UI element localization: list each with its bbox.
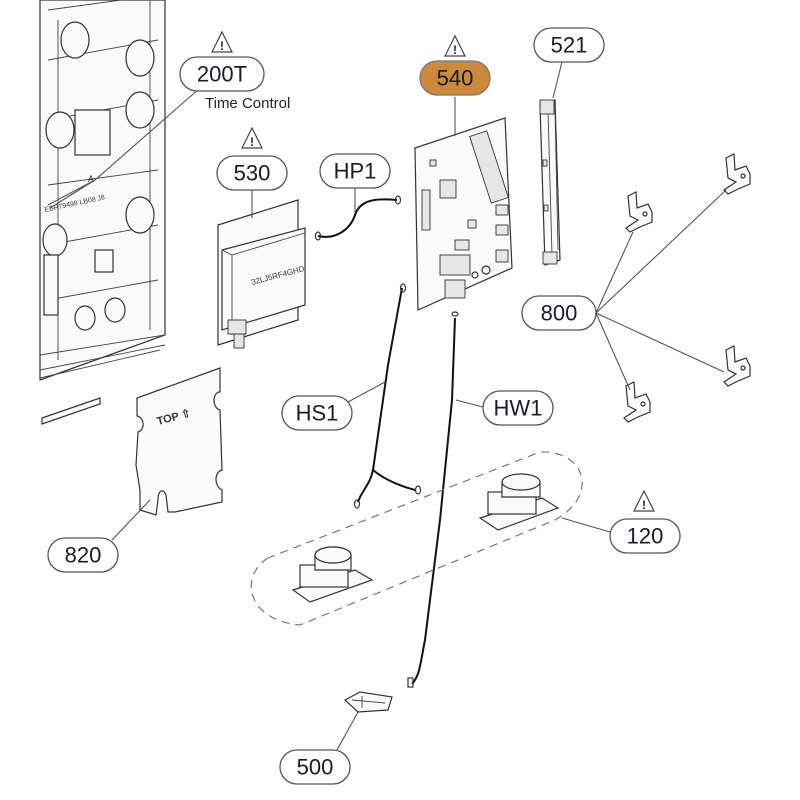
svg-text:820: 820: [65, 543, 102, 568]
svg-text:500: 500: [297, 755, 334, 780]
time-control-note: Time Control: [205, 95, 290, 112]
svg-text:!: !: [220, 39, 224, 53]
rail-part: [41, 397, 101, 425]
cover-sheet-820: TOP ⇧: [135, 367, 223, 516]
leader-820: [111, 499, 151, 541]
mounting-bracket-800: [625, 191, 653, 233]
callout-521[interactable]: 521: [533, 27, 605, 63]
rear-chassis-part: EBR79498 LB08 J8 A: [39, 0, 166, 381]
svg-text:!: !: [642, 498, 646, 512]
warning-icon: !: [211, 30, 233, 53]
leader-521: [552, 61, 563, 99]
callout-800[interactable]: 800: [521, 295, 597, 331]
svg-text:521: 521: [551, 33, 588, 58]
cable-hw1: [411, 317, 456, 685]
callout-530[interactable]: ! 530: [216, 126, 288, 191]
mounting-bracket-800: [623, 381, 651, 423]
leader-200T: [47, 87, 201, 209]
svg-text:HW1: HW1: [494, 396, 543, 421]
svg-text:800: 800: [541, 301, 578, 326]
leader-hs1: [347, 381, 386, 403]
ir-receiver-500: [343, 691, 393, 713]
cable-hs1: [357, 287, 416, 503]
leader-800: [595, 189, 727, 391]
main-board-540: [414, 117, 513, 311]
callout-200T[interactable]: ! 200T Time Control: [179, 30, 290, 112]
svg-text:120: 120: [627, 524, 664, 549]
speaker-120: [291, 546, 374, 603]
bracket-521: [539, 99, 561, 266]
mounting-bracket-800: [723, 345, 751, 387]
warning-icon: !: [633, 489, 655, 512]
svg-text:HS1: HS1: [296, 401, 339, 426]
warning-icon: !: [241, 126, 263, 149]
callout-120[interactable]: ! 120: [609, 489, 681, 554]
leader-500: [336, 711, 359, 751]
svg-text:!: !: [453, 43, 457, 57]
svg-text:A: A: [88, 174, 94, 184]
svg-text:HP1: HP1: [334, 159, 377, 184]
mounting-bracket-800: [723, 153, 751, 195]
callout-HP1[interactable]: HP1: [319, 153, 391, 189]
power-module-530: 32LJ5RF4GHD: [217, 199, 306, 349]
callout-HW1[interactable]: HW1: [482, 390, 554, 426]
svg-text:200T: 200T: [197, 62, 247, 87]
callout-820[interactable]: 820: [47, 537, 119, 573]
leader-120: [561, 517, 611, 533]
callout-500[interactable]: 500: [279, 749, 351, 785]
svg-text:!: !: [250, 135, 254, 149]
leader-hw1: [455, 399, 484, 408]
svg-text:540: 540: [437, 66, 474, 91]
speaker-120: [478, 473, 560, 531]
cable-hp1: [317, 198, 398, 238]
callout-HS1[interactable]: HS1: [281, 395, 353, 431]
speaker-group-outline: [250, 451, 583, 626]
warning-icon: !: [444, 34, 466, 57]
callout-540[interactable]: ! 540: [419, 34, 491, 96]
svg-text:530: 530: [234, 161, 271, 186]
